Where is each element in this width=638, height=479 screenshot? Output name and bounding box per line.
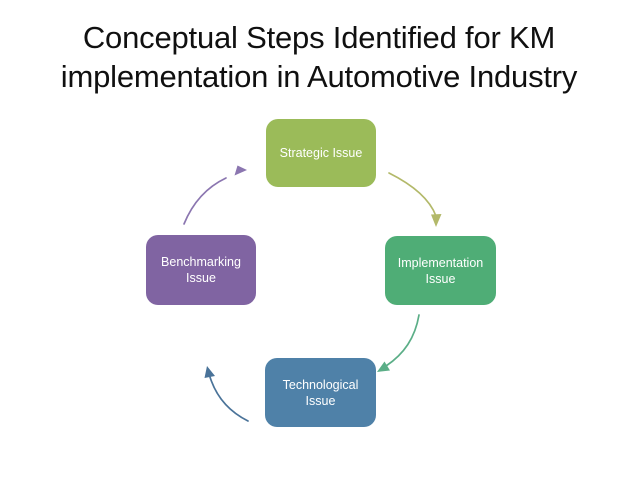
arrow-layer bbox=[183, 165, 442, 422]
arrow-benchmarking-to-strategic bbox=[183, 165, 247, 225]
cycle-node-strategic[interactable]: Strategic Issue bbox=[266, 119, 376, 187]
cycle-node-strategic-label: Strategic Issue bbox=[279, 146, 363, 160]
page-title: Conceptual Steps Identified for KM imple… bbox=[60, 20, 578, 94]
arrow-strategic-to-implementation bbox=[388, 172, 442, 227]
cycle-node-implementation-label: Implementation Issue bbox=[397, 255, 484, 286]
cycle-node-implementation[interactable]: Implementation Issue bbox=[385, 236, 496, 305]
arrow-technological-to-benchmarking bbox=[204, 366, 249, 422]
cycle-diagram: Strategic Issue Implementation Issue Tec… bbox=[0, 100, 638, 445]
cycle-node-benchmarking-label: Benchmarking Issue bbox=[161, 255, 241, 285]
arrow-implementation-to-technological bbox=[377, 314, 420, 372]
cycle-node-benchmarking[interactable]: Benchmarking Issue bbox=[146, 235, 256, 305]
cycle-node-technological-label: Technological Issue bbox=[282, 377, 359, 408]
cycle-node-technological[interactable]: Technological Issue bbox=[265, 358, 376, 427]
